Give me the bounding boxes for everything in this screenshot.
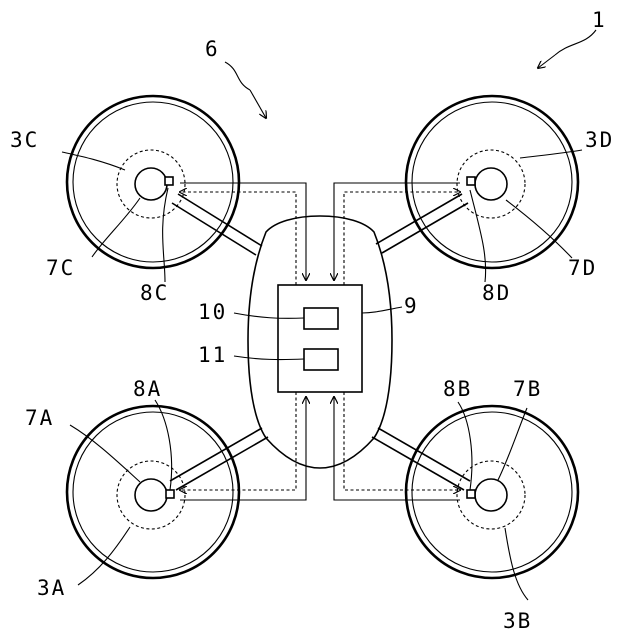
motor-7c [135, 168, 167, 200]
sensor-8d [467, 177, 475, 185]
label-sensor-8d: 8D [482, 281, 511, 305]
rotor-3d [406, 96, 578, 268]
arm-upper-right [376, 194, 468, 253]
motor-7b [475, 479, 507, 511]
label-controller: 9 [404, 294, 419, 318]
label-motor-7b: 7B [513, 377, 542, 401]
motor-7d [475, 168, 507, 200]
rotor-3a [67, 406, 239, 578]
motor-7a [135, 479, 167, 511]
label-rotor-3b: 3B [503, 609, 532, 633]
label-rotor-3a: 3A [37, 576, 66, 600]
unit-10-box [304, 308, 338, 329]
rotor-3c-hub-boundary [117, 150, 185, 218]
unit-11-box [304, 349, 338, 370]
controller-box [278, 285, 362, 392]
label-unit-10: 10 [198, 300, 227, 324]
label-device: 1 [592, 8, 607, 32]
label-rotor-3c: 3C [10, 128, 39, 152]
label-motor-7d: 7D [568, 256, 597, 280]
sensor-8c [165, 177, 173, 185]
label-sensor-8b: 8B [443, 377, 472, 401]
label-sensor-8a: 8A [133, 377, 162, 401]
label-unit-11: 11 [198, 343, 227, 367]
label-motor-7c: 7C [46, 256, 75, 280]
sensor-8a [166, 490, 174, 498]
label-motor-7a: 7A [25, 406, 54, 430]
sensor-8b [467, 490, 475, 498]
arm-upper-left [172, 194, 262, 255]
rotor-3b [406, 406, 578, 578]
label-rotor-3d: 3D [585, 128, 614, 152]
label-body-group: 6 [205, 37, 220, 61]
label-sensor-8c: 8C [140, 281, 169, 305]
rotor-3a-hub-boundary [117, 461, 185, 529]
rotor-3c [67, 96, 239, 268]
arm-lower-right [372, 428, 470, 490]
